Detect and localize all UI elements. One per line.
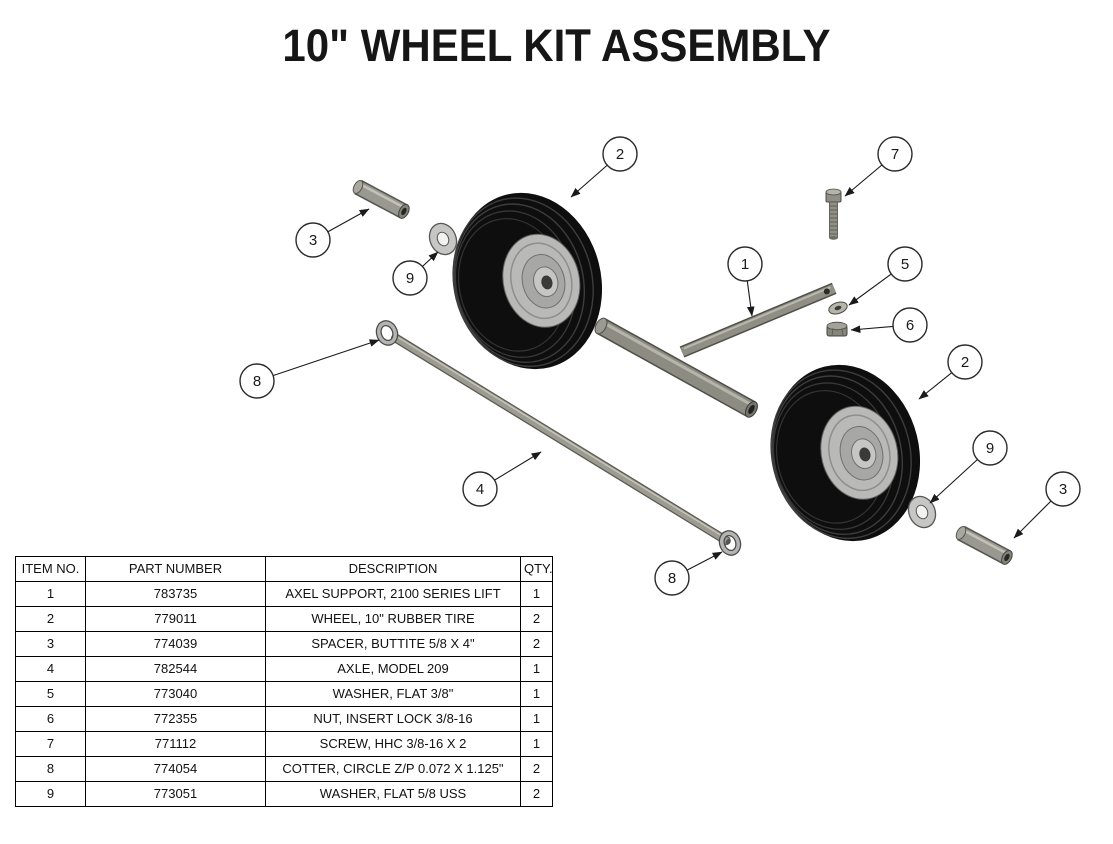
callout-7-screw: 7 <box>844 136 913 197</box>
cell-qty: 2 <box>520 756 553 782</box>
axle-support <box>594 282 837 418</box>
callout-9-washer-left: 9 <box>392 251 439 296</box>
spacer-bottom-right <box>954 525 1014 567</box>
svg-text:2: 2 <box>961 354 969 371</box>
callout-6-lock-nut: 6 <box>850 307 928 343</box>
cell-description: NUT, INSERT LOCK 3/8-16 <box>265 706 521 732</box>
cell-item-no: 7 <box>15 731 86 757</box>
svg-text:9: 9 <box>986 440 994 457</box>
callout-9-washer-right: 9 <box>929 430 1008 504</box>
cell-qty: 2 <box>520 781 553 807</box>
cell-part-number: 779011 <box>85 606 266 632</box>
header-qty: QTY. <box>520 556 553 582</box>
header-part-number: PART NUMBER <box>85 556 266 582</box>
cell-qty: 1 <box>520 656 553 682</box>
cell-item-no: 2 <box>15 606 86 632</box>
cell-item-no: 3 <box>15 631 86 657</box>
cell-description: AXLE, MODEL 209 <box>265 656 521 682</box>
cell-qty: 1 <box>520 581 553 607</box>
table-row: 7 771112 SCREW, HHC 3/8-16 X 2 1 <box>15 731 553 757</box>
lock-nut <box>826 321 848 337</box>
cell-part-number: 774054 <box>85 756 266 782</box>
cell-item-no: 9 <box>15 781 86 807</box>
cell-qty: 2 <box>520 606 553 632</box>
cell-description: WHEEL, 10" RUBBER TIRE <box>265 606 521 632</box>
cell-part-number: 773040 <box>85 681 266 707</box>
header-item-no: ITEM NO. <box>15 556 86 582</box>
callout-8-cotter-right: 8 <box>654 551 723 596</box>
cell-description: WASHER, FLAT 3/8" <box>265 681 521 707</box>
cell-qty: 1 <box>520 706 553 732</box>
small-washer <box>828 301 848 315</box>
axle-rod <box>391 333 731 546</box>
hex-screw <box>825 188 842 240</box>
cell-description: COTTER, CIRCLE Z/P 0.072 X 1.125" <box>265 756 521 782</box>
table-header-row: ITEM NO. PART NUMBER DESCRIPTION QTY. <box>15 556 553 582</box>
header-description: DESCRIPTION <box>265 556 521 582</box>
cell-description: SPACER, BUTTITE 5/8 X 4" <box>265 631 521 657</box>
cell-part-number: 774039 <box>85 631 266 657</box>
svg-text:1: 1 <box>741 256 749 273</box>
cell-part-number: 783735 <box>85 581 266 607</box>
cell-qty: 1 <box>520 731 553 757</box>
cotter-ring-left <box>376 321 398 345</box>
callout-5-small-washer: 5 <box>848 246 923 306</box>
cell-item-no: 4 <box>15 656 86 682</box>
table-row: 9 773051 WASHER, FLAT 5/8 USS 2 <box>15 781 553 807</box>
cell-item-no: 1 <box>15 581 86 607</box>
cell-description: SCREW, HHC 3/8-16 X 2 <box>265 731 521 757</box>
table-row: 3 774039 SPACER, BUTTITE 5/8 X 4" 2 <box>15 631 553 657</box>
table-row: 6 772355 NUT, INSERT LOCK 3/8-16 1 <box>15 706 553 732</box>
svg-text:9: 9 <box>406 270 414 287</box>
table-row: 4 782544 AXLE, MODEL 209 1 <box>15 656 553 682</box>
callout-3-spacer-right: 3 <box>1013 471 1081 539</box>
parts-table: ITEM NO. PART NUMBER DESCRIPTION QTY. 1 … <box>15 556 553 807</box>
page-title: 10" WHEEL KIT ASSEMBLY <box>282 20 831 71</box>
table-row: 8 774054 COTTER, CIRCLE Z/P 0.072 X 1.12… <box>15 756 553 782</box>
cell-qty: 2 <box>520 631 553 657</box>
cell-description: AXEL SUPPORT, 2100 SERIES LIFT <box>265 581 521 607</box>
callout-4-axle: 4 <box>462 451 542 507</box>
callout-3-spacer-left: 3 <box>295 208 370 258</box>
right-wheel <box>751 348 940 559</box>
table-row: 5 773040 WASHER, FLAT 3/8" 1 <box>15 681 553 707</box>
cell-part-number: 772355 <box>85 706 266 732</box>
svg-text:3: 3 <box>309 232 317 249</box>
callout-2-left-wheel: 2 <box>570 136 638 198</box>
svg-text:5: 5 <box>901 256 909 273</box>
svg-text:2: 2 <box>616 146 624 163</box>
callout-8-cotter-left: 8 <box>239 339 380 399</box>
cell-qty: 1 <box>520 681 553 707</box>
cell-part-number: 771112 <box>85 731 266 757</box>
table-row: 2 779011 WHEEL, 10" RUBBER TIRE 2 <box>15 606 553 632</box>
callout-2-right-wheel: 2 <box>918 344 983 400</box>
cell-item-no: 5 <box>15 681 86 707</box>
cell-part-number: 782544 <box>85 656 266 682</box>
table-row: 1 783735 AXEL SUPPORT, 2100 SERIES LIFT … <box>15 581 553 607</box>
svg-text:7: 7 <box>891 146 899 163</box>
left-wheel <box>433 176 622 387</box>
svg-text:8: 8 <box>668 570 676 587</box>
cell-item-no: 6 <box>15 706 86 732</box>
cell-item-no: 8 <box>15 756 86 782</box>
svg-text:3: 3 <box>1059 481 1067 498</box>
cell-part-number: 773051 <box>85 781 266 807</box>
cell-description: WASHER, FLAT 5/8 USS <box>265 781 521 807</box>
callout-1-axle-support: 1 <box>727 246 763 317</box>
svg-text:6: 6 <box>906 317 914 334</box>
svg-text:8: 8 <box>253 373 261 390</box>
svg-text:4: 4 <box>476 481 484 498</box>
